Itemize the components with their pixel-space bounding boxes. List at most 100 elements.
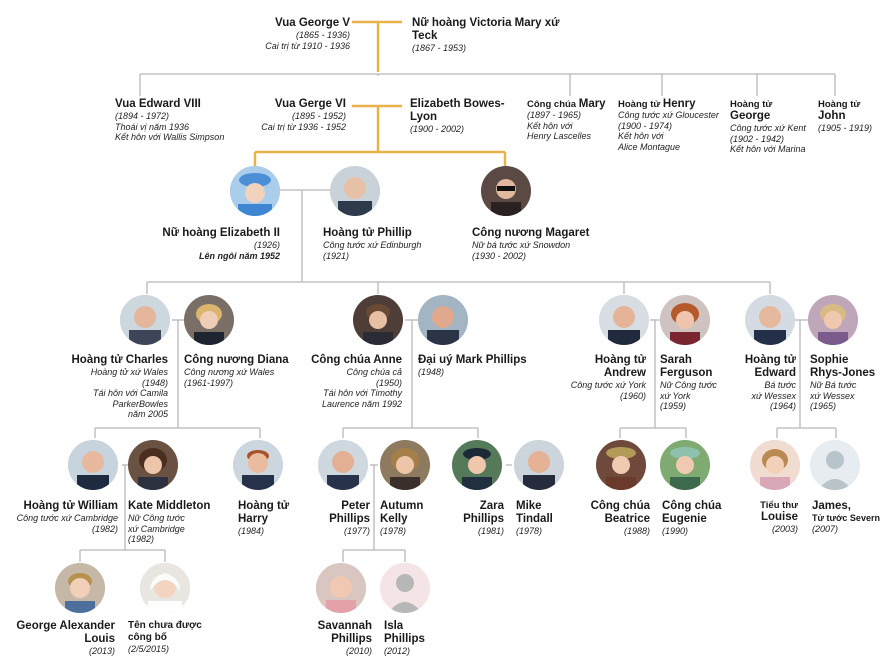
person-diana: Công nương Diana Công nương xứ Wales (19…	[184, 354, 299, 388]
detail: (1930 - 2002)	[472, 250, 527, 261]
detail: Kết hôn với	[527, 120, 573, 131]
photo-charles	[120, 295, 170, 345]
person-autumn: Autumn Kelly (1978)	[380, 500, 440, 537]
person-anne: Công chúa Anne Công chúa cả (1950) Tái h…	[290, 354, 402, 409]
detail: (1900 - 2002)	[410, 124, 465, 134]
photo-peter	[318, 440, 368, 490]
person-andrew: Hoàng tử Andrew Công tước xứ York (1960)	[560, 354, 646, 401]
name: Hoàng tử Phillip	[323, 227, 412, 239]
name: Mary	[578, 98, 606, 110]
photo-sarah	[660, 295, 710, 345]
name: Isla Phillips	[384, 620, 425, 645]
name: Mike Tindall	[516, 500, 553, 525]
name: Vua George V	[275, 17, 350, 29]
name: Hoàng tử Harry	[238, 500, 290, 525]
person-eugenie: Công chúa Eugenie (1990)	[662, 500, 734, 537]
name: Vua Edward VIII	[115, 98, 201, 110]
detail: Bá tước	[764, 380, 796, 390]
detail: (1982)	[128, 534, 155, 544]
person-harry: Hoàng tử Harry (1984)	[238, 500, 298, 537]
name: Savannah Phillips	[317, 620, 372, 645]
detail: (1960)	[619, 390, 646, 401]
photo-kate	[128, 440, 178, 490]
detail: (1988)	[623, 526, 650, 536]
person-zara: Zara Phillips (1981)	[446, 500, 504, 537]
name: Công chúa Beatrice	[590, 500, 650, 525]
photo-mike	[514, 440, 564, 490]
detail: xứ York	[660, 390, 691, 401]
prefix: Hoàng tử	[618, 99, 661, 110]
detail: (2010)	[345, 646, 372, 656]
photo-james-placeholder	[810, 440, 860, 490]
detail: (1894 - 1972)	[115, 111, 170, 121]
name: Sophie Rhys-Jones	[810, 354, 876, 379]
person-elizabeth-ii: Nữ hoàng Elizabeth II (1926) Lên ngôi nă…	[140, 227, 280, 261]
detail: Nữ Bá tước	[810, 380, 857, 390]
prefix: Hoàng tử	[818, 99, 861, 110]
person-prince-george-kent: Hoàng tử George Công tước xứ Kent (1902 …	[730, 99, 818, 155]
name: George	[730, 110, 771, 122]
photo-diana	[184, 295, 234, 345]
detail: (1978)	[380, 526, 407, 536]
detail: (1984)	[238, 526, 265, 536]
photo-margaret	[481, 166, 531, 216]
photo-harry	[233, 440, 283, 490]
detail: Kết hôn với Marina	[730, 144, 806, 154]
name: Công nương Diana	[184, 354, 289, 366]
detail: Lên ngôi năm 1952	[198, 250, 280, 261]
photo-william	[68, 440, 118, 490]
detail: (1961-1997)	[184, 377, 234, 388]
detail: Cai trị từ 1936 - 1952	[261, 121, 346, 132]
detail: Tái hôn với Timothy	[323, 388, 402, 398]
detail: (1950)	[375, 377, 402, 388]
detail: (2/5/2015)	[128, 644, 170, 654]
detail: Công tước xứ Kent	[730, 123, 806, 133]
person-george-v: Vua George V (1865 - 1936) Cai trị từ 19…	[226, 17, 350, 51]
person-kate: Kate Middleton Nữ Công tước xứ Cambridge…	[128, 500, 228, 545]
detail: (1900 - 1974)	[618, 120, 673, 131]
detail: (1964)	[769, 401, 796, 411]
detail: Công tước xứ Gloucester	[618, 110, 719, 120]
person-savannah: Savannah Phillips (2010)	[296, 620, 372, 657]
name: Hoàng tử Edward	[744, 354, 796, 379]
photo-mark	[418, 295, 468, 345]
name: Autumn Kelly	[380, 500, 424, 525]
detail: (1978)	[516, 526, 543, 536]
detail: (2012)	[384, 646, 411, 656]
name: Sarah Ferguson	[660, 354, 713, 379]
name: Nữ hoàng Victoria Mary xứ Teck	[412, 17, 560, 42]
name: James,	[812, 500, 852, 512]
detail: Công tước xứ Cambridge	[16, 513, 118, 523]
detail: Nữ Công tước	[128, 513, 185, 523]
name: Công chúa Eugenie	[662, 500, 722, 525]
photo-philip	[330, 166, 380, 216]
name: Louise	[760, 511, 798, 523]
person-elizabeth-bowes-lyon: Elizabeth Bowes-Lyon (1900 - 2002)	[410, 98, 505, 135]
person-george: George Alexander Louis (2013)	[15, 620, 115, 657]
person-edward: Hoàng tử Edward Bá tước xứ Wessex (1964)	[730, 354, 796, 412]
person-james: James, Tử tước Severn (2007)	[812, 500, 882, 535]
detail: (1902 - 1942)	[730, 133, 785, 144]
person-queen-mary: Nữ hoàng Victoria Mary xứ Teck (1867 - 1…	[412, 17, 562, 54]
name: Công chúa Anne	[311, 354, 402, 366]
person-edward-viii: Vua Edward VIII (1894 - 1972) Thoái vị n…	[115, 98, 255, 143]
person-prince-john: Hoàng tử John (1905 - 1919)	[818, 99, 878, 134]
name: George Alexander Louis	[16, 620, 115, 645]
prefix: Công chúa	[527, 99, 577, 110]
photo-andrew	[599, 295, 649, 345]
name: Henry	[662, 98, 696, 110]
name: Hoàng tử Andrew	[594, 354, 646, 379]
photo-zara	[452, 440, 502, 490]
photo-elizabeth-ii	[230, 166, 280, 216]
detail: xứ Wessex	[751, 390, 796, 401]
detail: Công nương xứ Wales	[184, 367, 275, 377]
detail: Alice Montague	[618, 141, 681, 152]
person-william: Hoàng tử William Công tước xứ Cambridge …	[5, 500, 118, 534]
detail: Công tước xứ Edinburgh	[323, 240, 422, 250]
detail: xứ Wessex	[810, 390, 855, 401]
detail: (1965)	[810, 401, 837, 411]
photo-louise	[750, 440, 800, 490]
photo-beatrice	[596, 440, 646, 490]
detail: (2013)	[88, 646, 115, 656]
